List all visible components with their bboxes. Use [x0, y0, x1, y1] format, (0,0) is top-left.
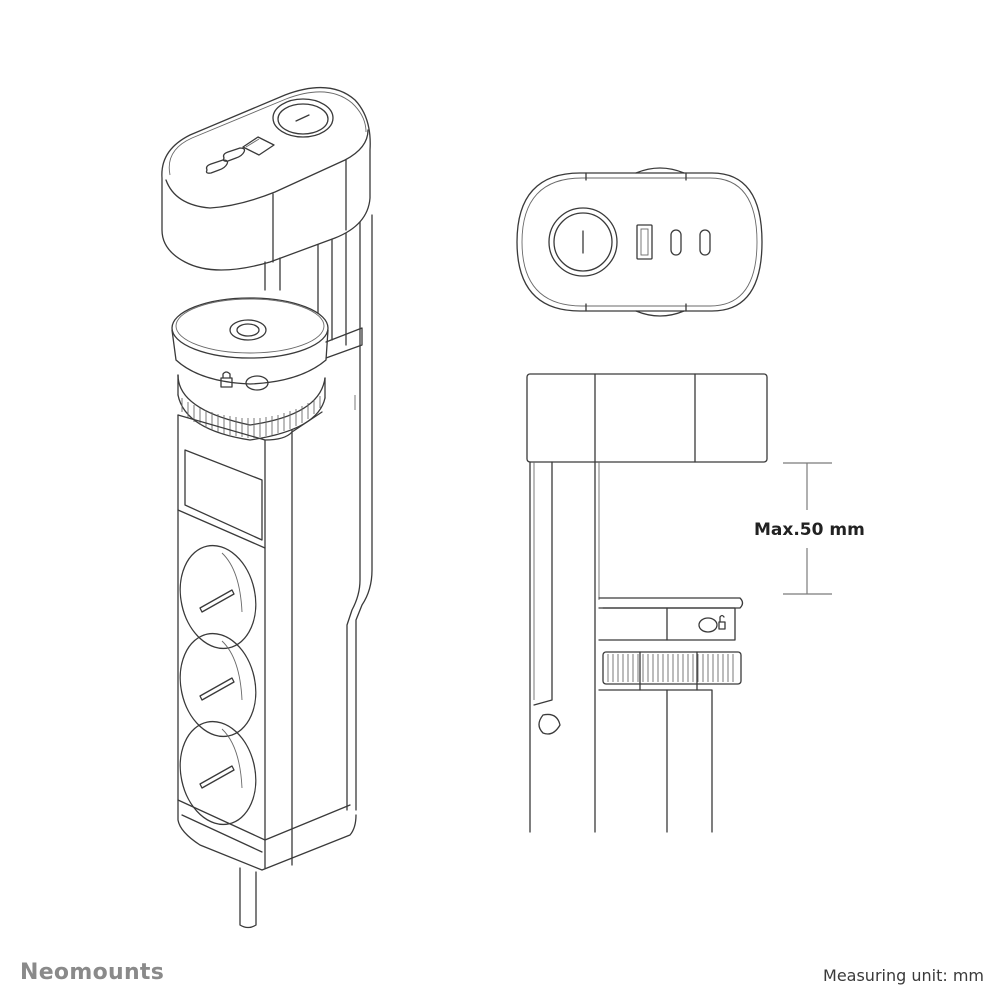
knurled-ring-side	[602, 651, 742, 691]
power-button-icon	[272, 98, 334, 138]
usb-c-port-icon	[670, 229, 682, 256]
dimension-label: Max.50 mm	[754, 520, 865, 540]
dimension-marker	[783, 462, 832, 595]
usb-c-port-icon	[222, 147, 246, 162]
brand-logo: Neomounts	[20, 960, 165, 985]
measuring-unit-note: Measuring unit: mm	[823, 966, 984, 985]
release-pin	[538, 713, 561, 735]
clamp-disc	[171, 297, 363, 391]
usb-a-port-icon	[636, 224, 653, 260]
socket-3	[179, 720, 257, 826]
knurled-ring	[177, 374, 326, 441]
isometric-view	[161, 86, 373, 929]
power-cable	[239, 867, 257, 929]
socket-1	[179, 544, 257, 650]
top-view	[516, 167, 763, 317]
top-module-side	[526, 373, 768, 463]
usb-a-port-icon	[242, 136, 275, 156]
power-button-icon	[548, 207, 618, 277]
clamp-post	[317, 214, 373, 811]
socket-2	[179, 632, 257, 738]
lock-icon	[718, 621, 726, 630]
power-strip-body	[177, 411, 357, 871]
usb-c-port-icon	[699, 229, 711, 256]
side-view	[526, 373, 832, 833]
lock-icon	[220, 377, 233, 388]
top-module-isometric	[161, 86, 371, 271]
usb-c-port-icon	[205, 159, 229, 174]
